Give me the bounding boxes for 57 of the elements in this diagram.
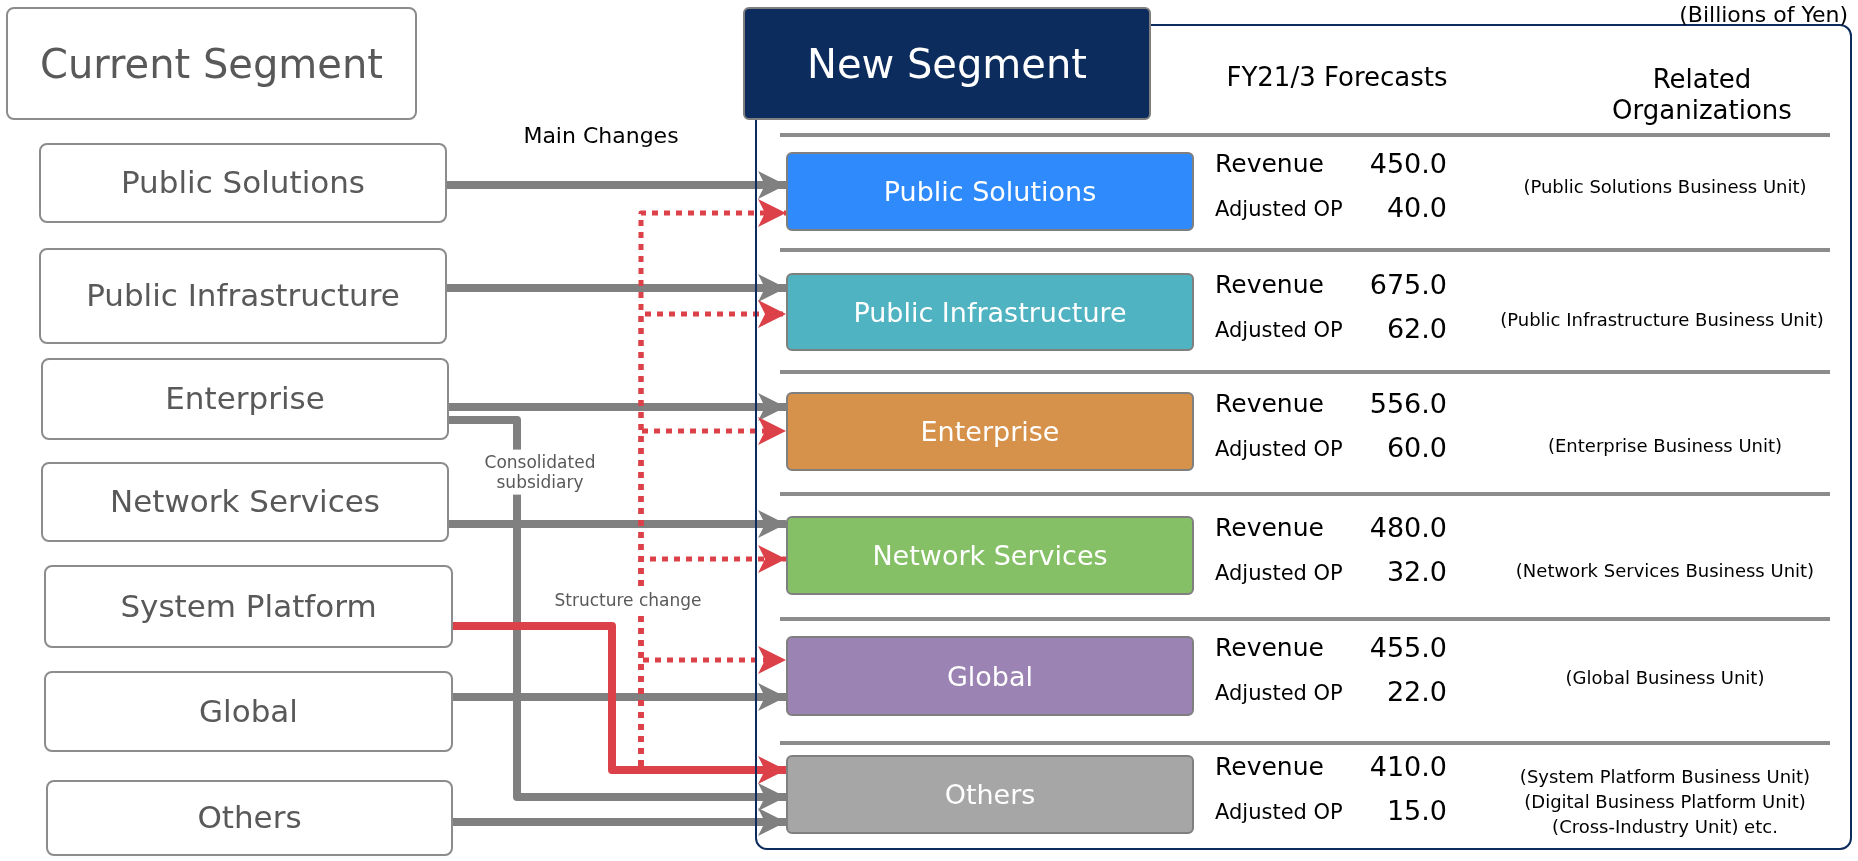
- adjusted-op-label: Adjusted OP: [1215, 800, 1343, 825]
- revenue-value: 455.0: [1368, 632, 1447, 664]
- adjusted-op-label: Adjusted OP: [1215, 197, 1343, 222]
- organization-name: (Public Infrastructure Business Unit): [1500, 309, 1824, 331]
- revenue-value: 410.0: [1368, 751, 1447, 783]
- arrow: [447, 171, 786, 199]
- arrow: [449, 393, 786, 421]
- segment-box: Public Infrastructure: [39, 248, 447, 344]
- adjusted-op-label: Adjusted OP: [1215, 561, 1343, 586]
- revenue-label: Revenue: [1215, 514, 1324, 543]
- arrow: [453, 683, 786, 711]
- organization-name: (Public Solutions Business Unit): [1523, 176, 1807, 198]
- adjusted-op-value: 32.0: [1385, 556, 1447, 588]
- organization-name: (System Platform Business Unit): [1519, 766, 1811, 788]
- unit-note: (Billions of Yen): [1679, 2, 1848, 28]
- segment-box: Enterprise: [41, 358, 449, 440]
- column-heading: FY21/3 Forecasts: [1226, 62, 1448, 94]
- revenue-value: 480.0: [1368, 512, 1447, 544]
- organization-name: (Global Business Unit): [1565, 667, 1765, 689]
- adjusted-op-label: Adjusted OP: [1215, 681, 1343, 706]
- segment-box: Network Services: [41, 462, 449, 542]
- adjusted-op-label: Adjusted OP: [1215, 318, 1343, 343]
- segment-box: Others: [46, 780, 453, 856]
- revenue-label: Revenue: [1215, 390, 1324, 419]
- adjusted-op-value: 40.0: [1385, 192, 1447, 224]
- segment-box: System Platform: [44, 565, 453, 648]
- organization-name: (Digital Business Platform Unit): [1524, 791, 1806, 813]
- segment-box: Enterprise: [786, 392, 1194, 471]
- arrow: [447, 274, 786, 302]
- adjusted-op-value: 22.0: [1385, 676, 1447, 708]
- revenue-label: Revenue: [1215, 150, 1324, 179]
- panel-heading: New Segment: [743, 7, 1151, 120]
- adjusted-op-label: Adjusted OP: [1215, 437, 1343, 462]
- segment-box: Public Solutions: [39, 143, 447, 223]
- column-heading-box: Current Segment: [6, 7, 417, 120]
- column-heading: Related Organizations: [1611, 63, 1793, 127]
- column-heading: Main Changes: [523, 122, 679, 150]
- revenue-value: 675.0: [1368, 269, 1447, 301]
- arrow: [449, 510, 786, 538]
- organization-name: (Cross-Industry Unit) etc.: [1552, 816, 1778, 838]
- revenue-value: 556.0: [1368, 388, 1447, 420]
- arrow: [453, 808, 786, 836]
- organization-name: (Enterprise Business Unit): [1547, 435, 1783, 457]
- adjusted-op-value: 15.0: [1385, 795, 1447, 827]
- revenue-value: 450.0: [1368, 148, 1447, 180]
- adjusted-op-value: 62.0: [1385, 313, 1447, 345]
- segment-box: Global: [786, 636, 1194, 716]
- segment-box: Public Infrastructure: [786, 273, 1194, 351]
- revenue-label: Revenue: [1215, 634, 1324, 663]
- segment-box: Global: [44, 671, 453, 752]
- revenue-label: Revenue: [1215, 753, 1324, 782]
- segment-box: Public Solutions: [786, 152, 1194, 231]
- adjusted-op-value: 60.0: [1385, 432, 1447, 464]
- organization-name: (Network Services Business Unit): [1515, 560, 1815, 582]
- segment-box: Network Services: [786, 516, 1194, 595]
- segment-box: Others: [786, 755, 1194, 834]
- revenue-label: Revenue: [1215, 271, 1324, 300]
